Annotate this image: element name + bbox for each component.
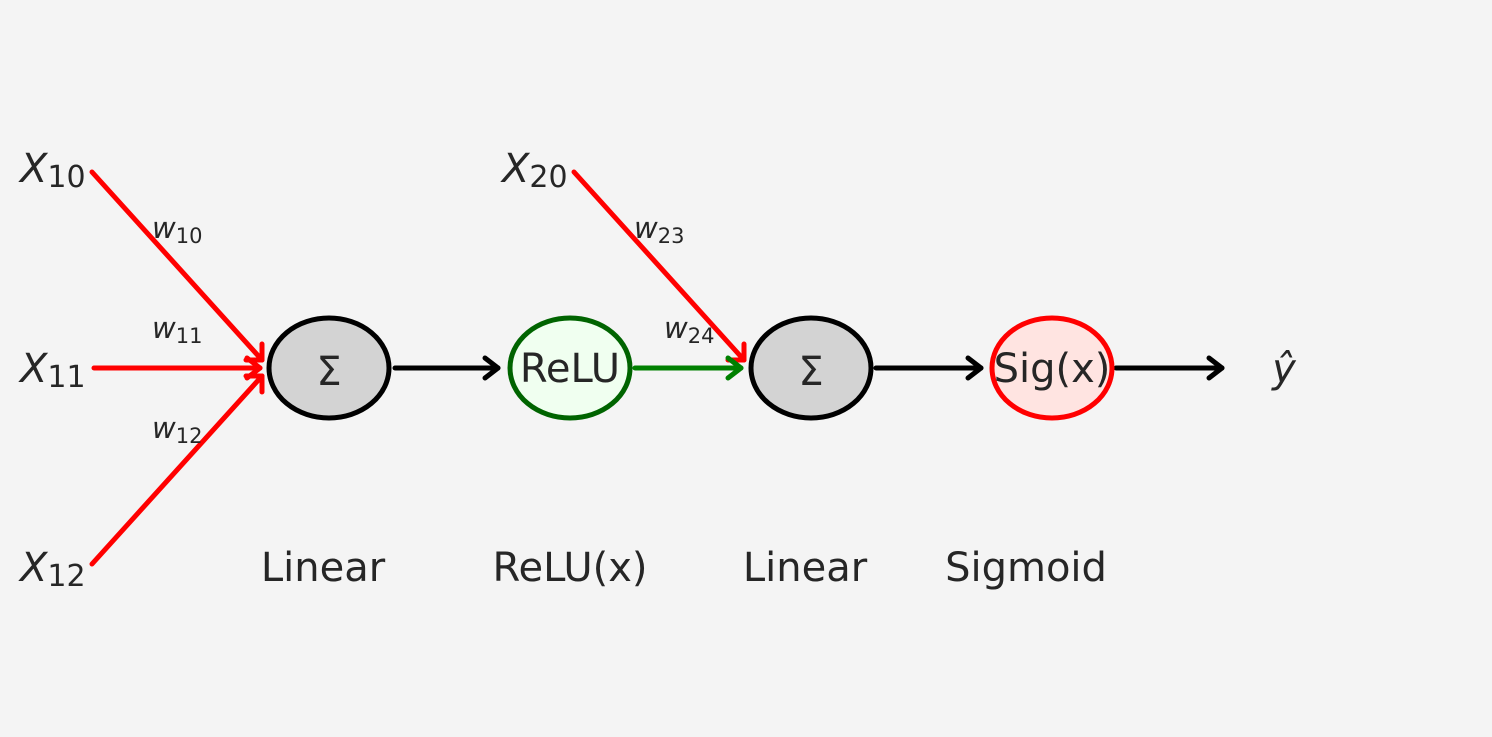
edge-relu-sum2 xyxy=(632,355,744,381)
sum-node-2-shape xyxy=(748,315,874,421)
relu-node-label: ReLU xyxy=(520,346,620,392)
input-label-x12: X12 xyxy=(18,545,86,594)
input-label-x10: X10 xyxy=(18,146,86,195)
relu-node: ReLU xyxy=(507,315,633,421)
edge-sigmoid-output xyxy=(1113,355,1225,381)
sum-node-1-symbol: Σ xyxy=(316,349,341,395)
edge-x12-sum1 xyxy=(89,373,265,567)
output-label: ŷ xyxy=(1271,346,1297,392)
sum-node-2-symbol: Σ xyxy=(798,349,823,395)
layer-label-sigmoid: Sigmoid xyxy=(945,545,1107,591)
sum-node-1-shape xyxy=(266,315,392,421)
sum-node-2: Σ xyxy=(748,315,874,421)
weight-label-w10: w10 xyxy=(152,211,202,248)
layer-label-linear-1: Linear xyxy=(261,545,386,591)
layer-label-relu: ReLU(x) xyxy=(492,545,647,591)
input-label-x20: X20 xyxy=(500,146,568,195)
sum-node-1: Σ xyxy=(266,315,392,421)
sigmoid-node-shape xyxy=(989,315,1115,421)
weight-label-w11: w11 xyxy=(152,311,202,348)
sigmoid-node-label: Sig(x) xyxy=(994,346,1111,392)
relu-node-shape xyxy=(507,315,633,421)
input-label-x11: X11 xyxy=(18,346,86,395)
weight-label-w24: w24 xyxy=(664,311,714,348)
sigmoid-node: Sig(x) xyxy=(989,315,1115,421)
edge-sum1-relu xyxy=(392,355,501,381)
edge-sum2-sigmoid xyxy=(873,355,984,381)
weight-label-w12: w12 xyxy=(152,411,202,448)
weight-label-w23: w23 xyxy=(634,211,684,248)
layer-label-linear-2: Linear xyxy=(743,545,868,591)
